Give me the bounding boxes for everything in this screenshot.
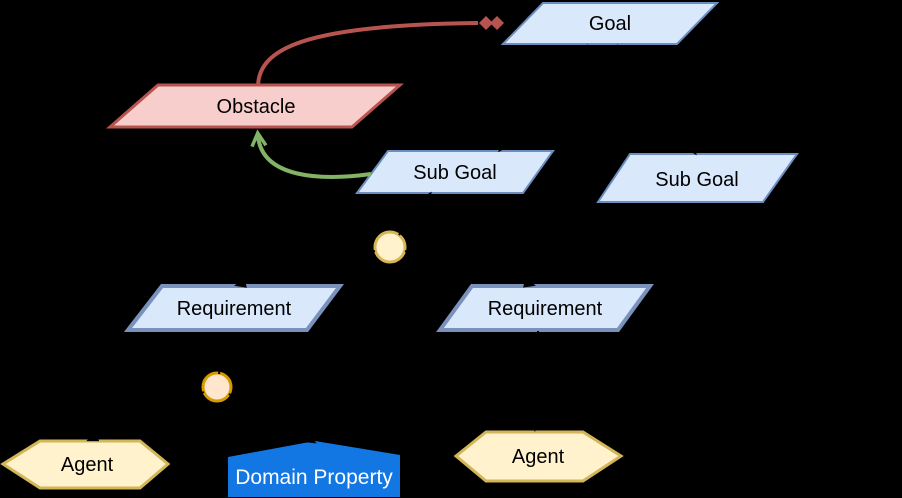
requirement-2-shape [436,284,654,332]
sub-goal-1-label: Sub Goal [413,162,496,184]
sub-goal-1-shape [355,150,555,194]
and-refinement-circle-lower [201,371,233,403]
edge-circle-to-agent1 [86,391,205,442]
obstacle-label: Obstacle [217,96,296,118]
requirement-1-label: Requirement [177,298,292,320]
goal-node: Goal [500,1,720,45]
obstacle-shape [106,83,404,129]
edge-requirement2-to-agent2 [530,330,541,432]
agent-2-label: Agent [512,446,565,468]
domain-property-node: Domain Property [228,441,400,497]
resolution-edge [250,129,372,179]
edge-goal-to-subgoal2 [616,44,697,156]
requirement-1-node: Requirement [123,284,344,332]
sub-goal-2-label: Sub Goal [655,169,738,191]
edge-requirement1-to-circle [218,331,226,375]
obstruction-curve [256,21,479,87]
agent-1-node: Agent [0,439,171,490]
edge-circle-to-domain-property [228,393,317,444]
requirement-2-label: Requirement [488,298,603,320]
agent-2-shape [453,430,624,483]
domain-property-label: Domain Property [235,466,393,489]
edge-goal-to-subgoal1 [498,44,589,153]
obstruction-diamond-2-icon [490,16,504,30]
obstruction-diamond-1-icon [479,16,493,30]
requirement-1-shape [123,284,344,332]
agent-2-node: Agent [453,430,624,483]
and-refinement-circle-upper [373,230,407,264]
refinement-edges [86,44,697,444]
goal-label: Goal [589,13,631,35]
sub-goal-2-shape [596,153,799,203]
sub-goal-2-node: Sub Goal [596,153,799,203]
domain-property-shape [228,441,400,497]
edge-circle-to-requirement2 [404,250,536,288]
agent-1-shape [0,439,171,490]
edge-circle-to-subgoal1 [398,191,432,236]
goal-shape [500,1,720,45]
sub-goal-1-node: Sub Goal [355,150,555,194]
requirement-2-node: Requirement [436,284,654,332]
obstacle-node: Obstacle [106,83,404,129]
agent-1-label: Agent [61,454,114,476]
obstruction-edge [256,16,504,87]
edge-circle-to-requirement1 [234,250,376,288]
